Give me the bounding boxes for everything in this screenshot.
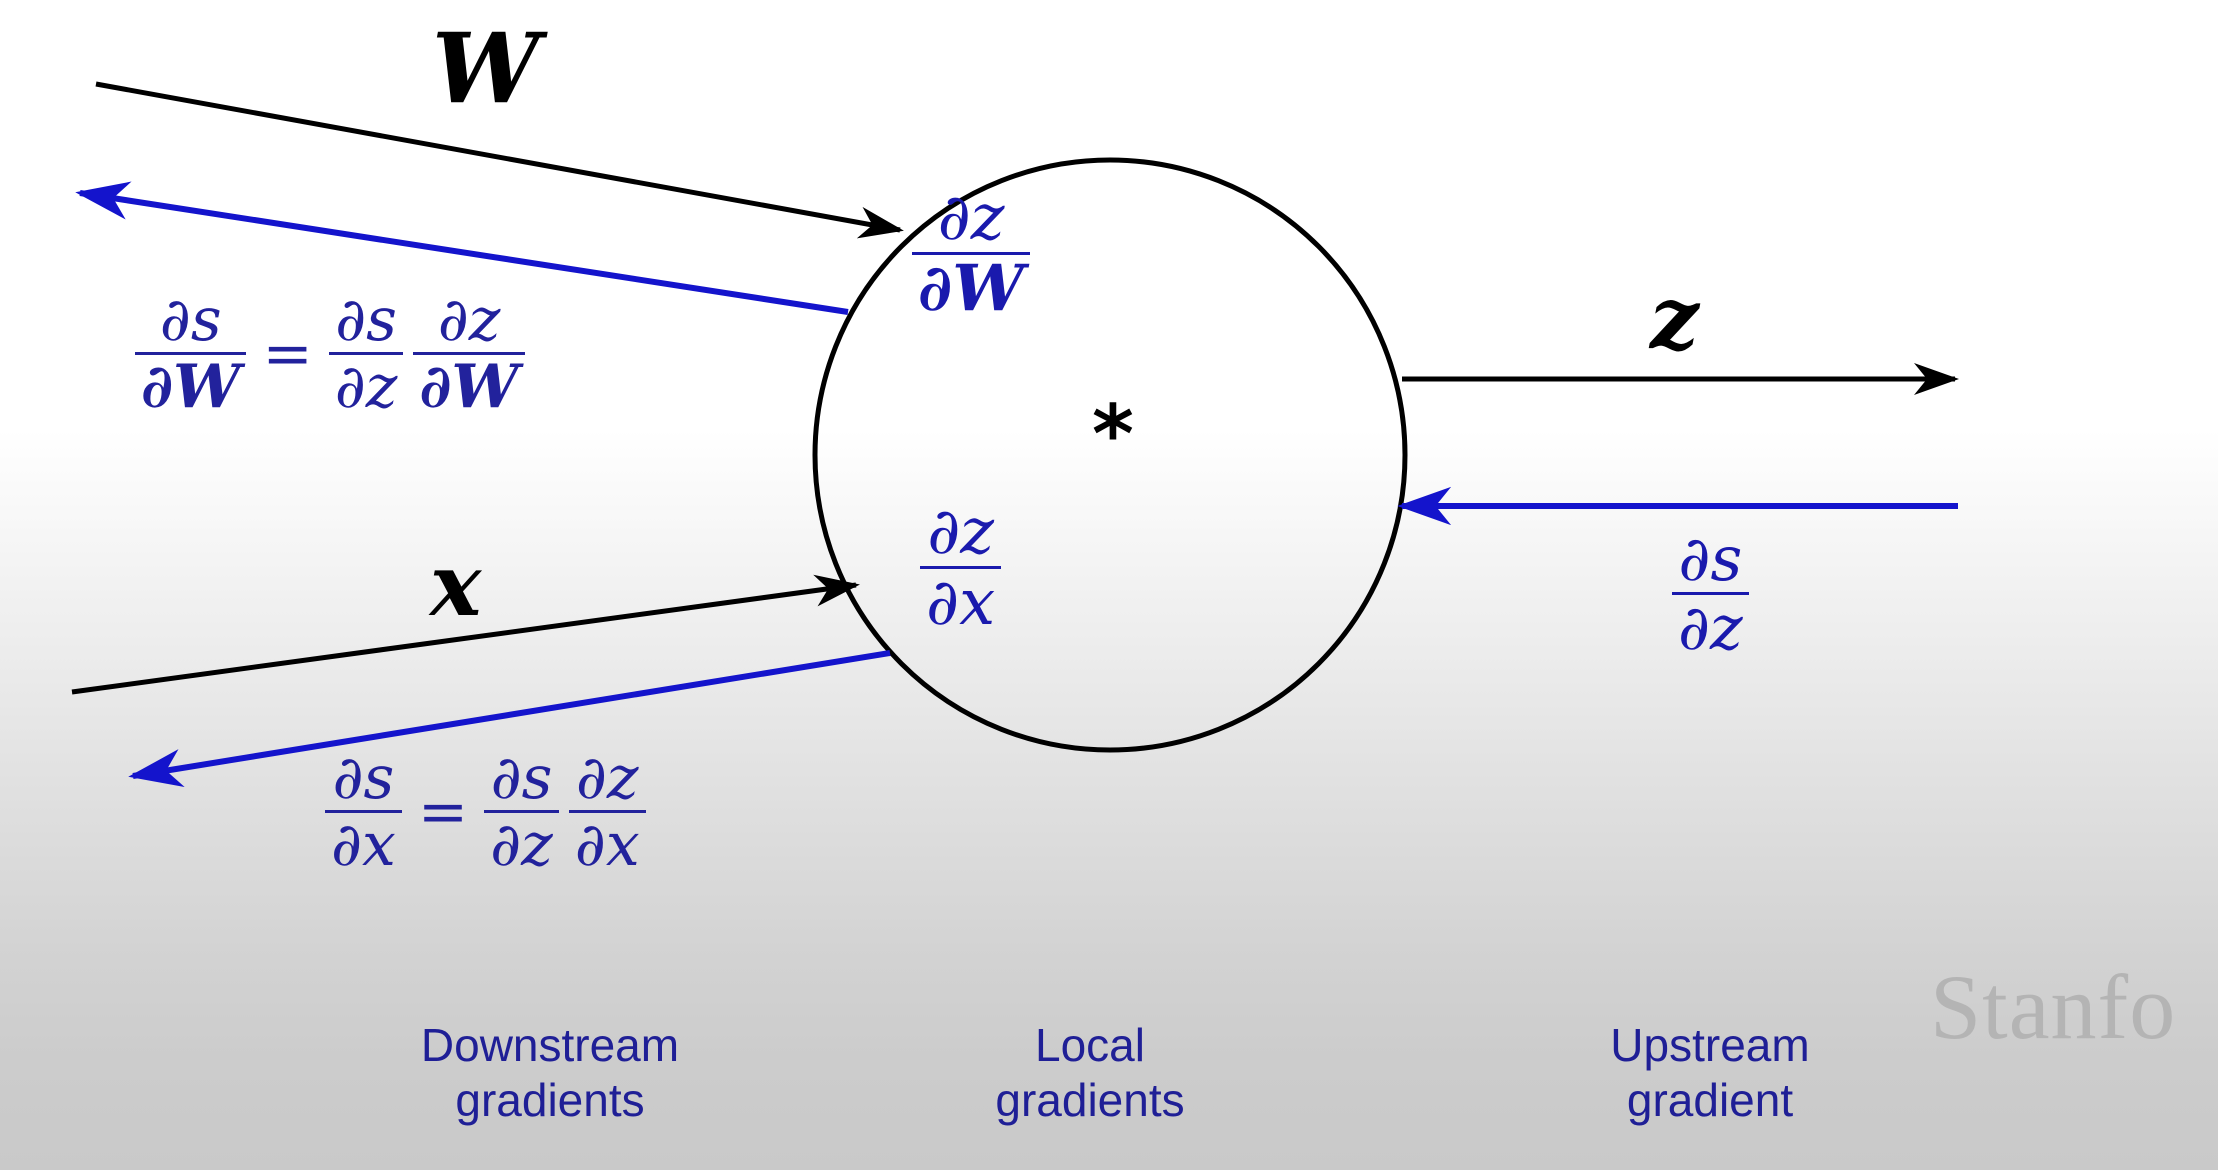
local-gradient-dz-dx-denominator: ∂x [926, 566, 996, 640]
caption-local-line2: gradients [995, 1074, 1185, 1127]
downstream-dx-rhs2-denominator: ∂x [574, 810, 640, 880]
downstream-dW-lhs: ∂s ∂W [135, 290, 247, 422]
downstream-dW-lhs-denominator: ∂W [141, 352, 241, 422]
caption-local-gradients: Local gradients [930, 1018, 1250, 1128]
local-gradient-dz-dW: ∂z ∂W [912, 186, 1031, 326]
edge-label-z: z [1650, 268, 1699, 369]
multiply-operator: * [1092, 388, 1134, 481]
local-gradient-dz-dW-denominator: ∂W [918, 251, 1025, 326]
multiply-gate-node [812, 157, 1408, 753]
downstream-dx-rhs2-numerator: ∂z [568, 748, 646, 813]
stanford-watermark: Stanfo [1930, 956, 2177, 1058]
local-gradient-dz-dx-numerator: ∂z [920, 500, 1002, 569]
edge-label-x: x [430, 535, 482, 636]
edge-label-W: W [432, 12, 540, 125]
downstream-dW-lhs-numerator: ∂s [135, 290, 247, 355]
caption-downstream-line2: gradients [455, 1074, 645, 1127]
downstream-dx-rhs-term-2: ∂z ∂x [568, 748, 646, 880]
caption-upstream-gradient: Upstream gradient [1520, 1018, 1900, 1128]
forward-arrow-W [95, 81, 904, 239]
downstream-dW-rhs2-numerator: ∂z [413, 290, 525, 355]
downstream-dW-rhs-term-2: ∂z ∂W [413, 290, 525, 422]
backward-arrow-dsdW [75, 181, 849, 315]
local-gradient-dz-dx: ∂z ∂x [920, 500, 1002, 640]
downstream-dW-rhs2-denominator: ∂W [419, 352, 519, 422]
downstream-dx-lhs: ∂s ∂x [325, 748, 402, 875]
caption-downstream-gradients: Downstream gradients [340, 1018, 760, 1128]
downstream-dW-rhs-term-1: ∂s ∂z [328, 290, 404, 422]
downstream-dx-lhs-denominator: ∂x [331, 810, 396, 880]
downstream-dx-rhs1-denominator: ∂z [490, 810, 553, 880]
downstream-dx-lhs-numerator: ∂s [325, 748, 402, 813]
downstream-dx-rhs-term-1: ∂s ∂z [484, 748, 559, 875]
downstream-dx-rhs1-numerator: ∂s [484, 748, 559, 813]
caption-upstream-line2: gradient [1626, 1074, 1794, 1127]
downstream-equation-dW: ∂s ∂W = ∂s ∂z ∂z ∂W [135, 290, 525, 417]
downstream-dW-rhs1-numerator: ∂s [328, 290, 404, 355]
upstream-gradient-denominator: ∂z [1678, 591, 1743, 664]
upstream-gradient-numerator: ∂s [1672, 528, 1749, 595]
downstream-equation-dx: ∂s ∂x = ∂s ∂z ∂z ∂x [325, 748, 646, 875]
forward-arrow-x [71, 574, 860, 695]
upstream-gradient: ∂s ∂z [1672, 528, 1749, 659]
backward-arrow-dsdx [128, 650, 891, 788]
local-gradient-dz-dW-numerator: ∂z [912, 186, 1031, 255]
downstream-dx-equals: = [417, 776, 469, 847]
downstream-dW-equals: = [262, 318, 313, 389]
caption-local-line1: Local [1035, 1019, 1145, 1071]
caption-upstream-line1: Upstream [1610, 1019, 1810, 1071]
downstream-dW-rhs1-denominator: ∂z [334, 352, 398, 422]
caption-downstream-line1: Downstream [420, 1019, 680, 1071]
